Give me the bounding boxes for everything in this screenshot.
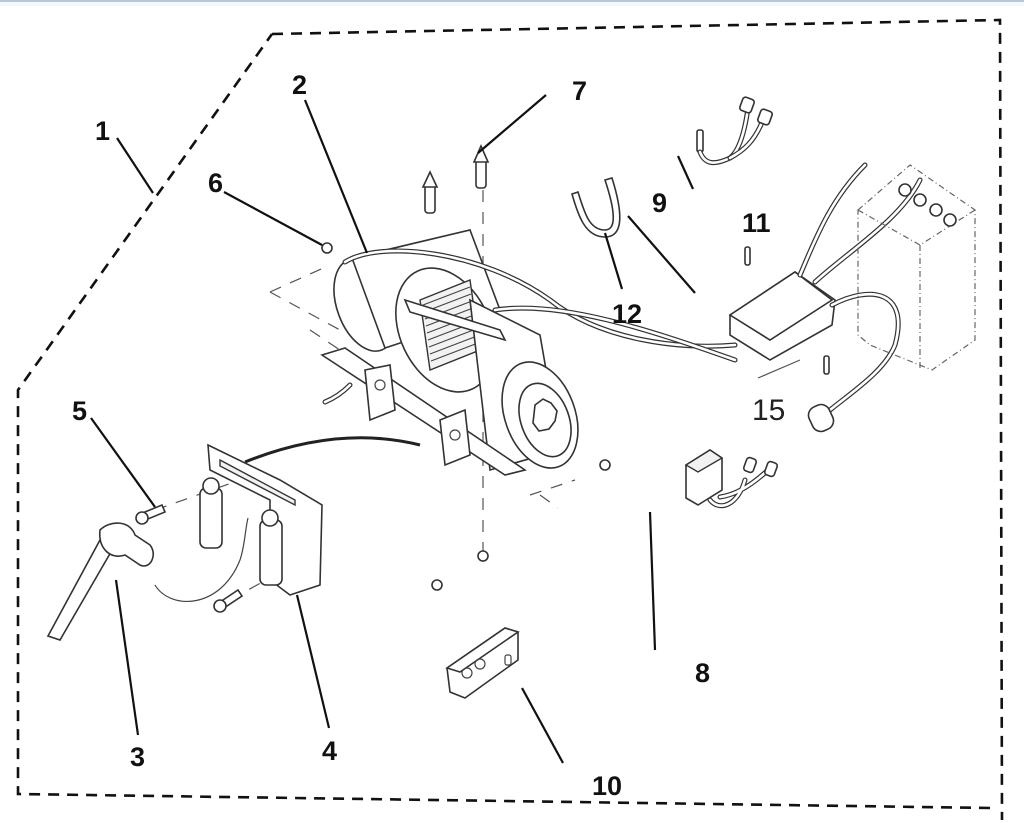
callout-2: 2: [292, 70, 307, 100]
leader-6: [223, 191, 323, 246]
leader-12: [603, 232, 624, 290]
screw-9: [744, 246, 751, 266]
leader-5: [90, 417, 156, 508]
callout-12: 12: [612, 299, 642, 329]
bolt-fairlead-lower: [213, 588, 244, 613]
cable-tie: [571, 177, 621, 238]
contactor-9: [728, 162, 923, 433]
callout-15: 15: [752, 394, 785, 427]
nut-6: [321, 242, 333, 254]
callout-1: 1: [95, 116, 110, 146]
rocker-switch-8: [684, 449, 779, 509]
nut-right: [599, 459, 611, 471]
top-border: [0, 0, 1024, 2]
callout-7: 7: [572, 76, 587, 106]
leader-15: [757, 359, 801, 379]
bolt-7b: [421, 170, 439, 214]
callout-6: 6: [208, 168, 223, 198]
fairlead: [154, 443, 323, 601]
callout-5: 5: [72, 396, 87, 426]
callout-3: 3: [130, 742, 145, 772]
remote-10: [445, 627, 520, 699]
top-border-shade: [0, 2, 1024, 6]
leader-1: [116, 137, 154, 194]
nut-lower-2: [431, 579, 443, 591]
callout-10: 10: [592, 771, 622, 801]
leader-2: [303, 99, 369, 254]
winch-assembly: [244, 190, 738, 560]
leader-11: [676, 155, 695, 190]
leader-7: [477, 94, 547, 154]
nut-lower-1: [477, 550, 489, 562]
leader-10: [521, 687, 564, 764]
leader-3: [114, 579, 140, 736]
callout-11: 11: [742, 208, 771, 238]
callout-4: 4: [322, 736, 337, 766]
callout-9: 9: [652, 188, 667, 218]
callout-8: 8: [695, 658, 710, 688]
screw-15: [823, 355, 830, 375]
leader-9: [627, 215, 696, 294]
leader-8: [648, 511, 657, 651]
harness-11: [696, 96, 773, 166]
kit-boundary: [16, 18, 1004, 821]
hook-and-rope: [46, 517, 249, 641]
battery-phantom: [857, 164, 976, 371]
leader-4: [295, 594, 331, 729]
bolt-5: [135, 503, 167, 525]
bolt-7: [472, 144, 490, 189]
